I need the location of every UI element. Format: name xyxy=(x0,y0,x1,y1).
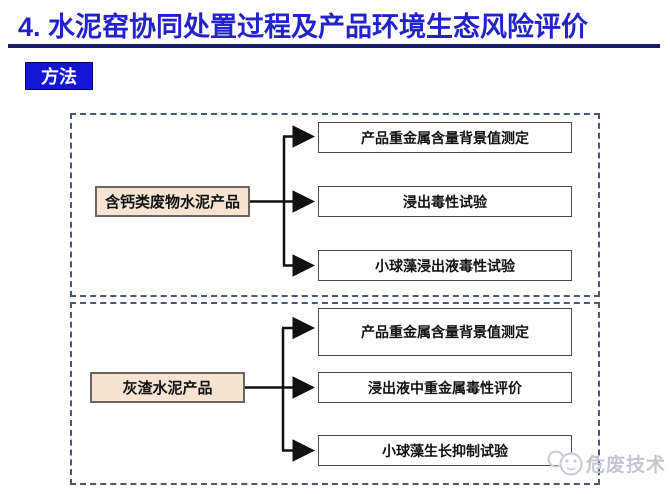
title-underline xyxy=(8,44,660,48)
method-badge: 方法 xyxy=(25,62,93,90)
source-box-calcium-waste-cement: 含钙类废物水泥产品 xyxy=(95,186,250,217)
chat-face-logo-icon xyxy=(547,450,583,476)
output-box-leaching-toxicity: 浸出毒性试验 xyxy=(318,186,572,217)
output-box-chlorella-leachate-toxicity: 小球藻浸出液毒性试验 xyxy=(318,250,572,281)
watermark-text: 危废技术 xyxy=(586,454,667,476)
output-box-leachate-heavy-metal-toxicity: 浸出液中重金属毒性评价 xyxy=(318,372,572,403)
output-box-chlorella-growth-inhibition: 小球藻生长抑制试验 xyxy=(318,435,572,466)
output-box-background-value: 产品重金属含量背景值测定 xyxy=(318,122,572,153)
method-badge-label: 方法 xyxy=(41,67,77,87)
page-title: 4. 水泥窑协同处置过程及产品环境生态风险评价 xyxy=(18,12,589,42)
watermark: 危废技术 xyxy=(546,448,666,478)
panel-calcium-waste-cement: 含钙类废物水泥产品 产品重金属含量背景值测定 浸出毒性试验 小球藻浸出液毒性试验 xyxy=(70,113,600,297)
source-box-ash-slag-cement: 灰渣水泥产品 xyxy=(90,372,245,403)
panel-ash-slag-cement: 灰渣水泥产品 产品重金属含量背景值测定 浸出液中重金属毒性评价 小球藻生长抑制试… xyxy=(70,302,600,485)
output-box-background-value: 产品重金属含量背景值测定 xyxy=(318,308,572,356)
